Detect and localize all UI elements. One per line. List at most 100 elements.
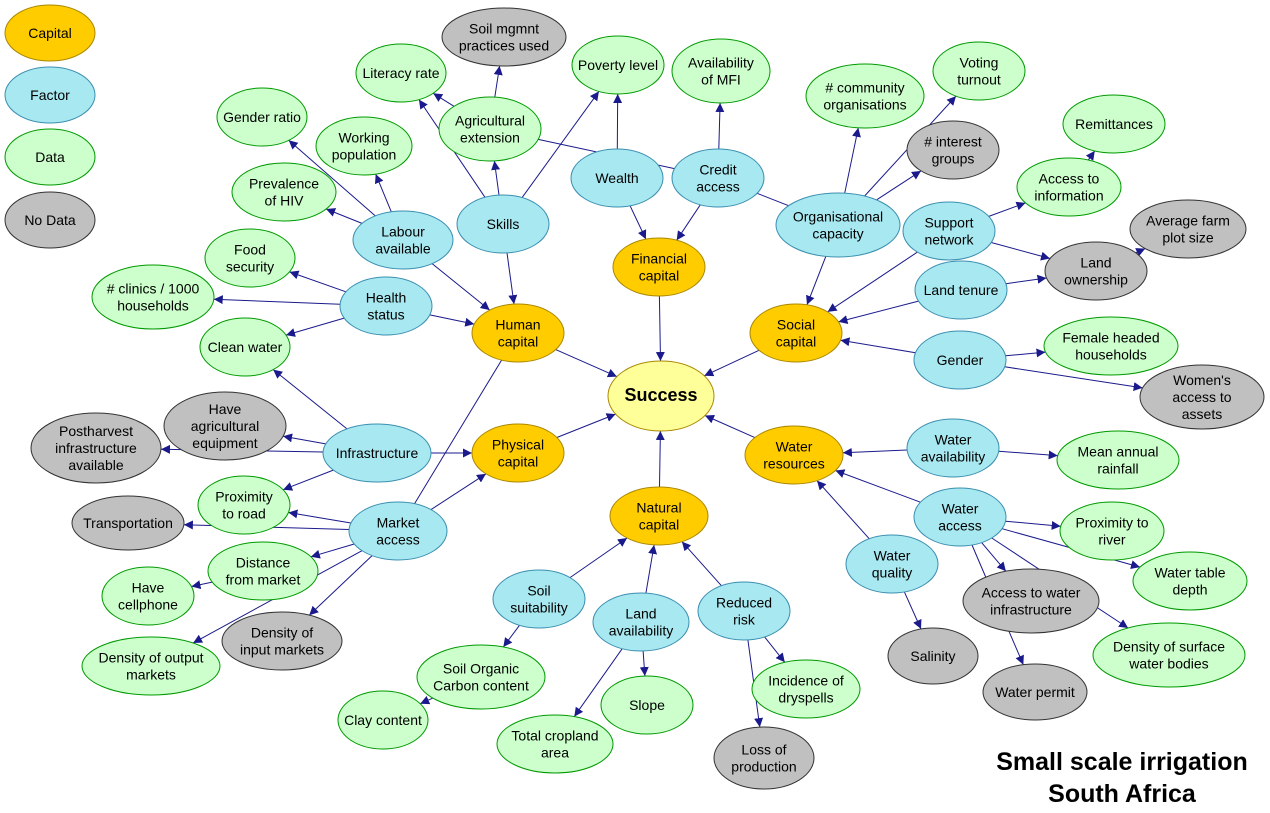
node-label: Land <box>625 606 656 622</box>
node-label: households <box>1075 347 1147 363</box>
node-label: Water permit <box>995 684 1075 700</box>
edge-organisational-capacity-to-interest-groups <box>876 170 922 201</box>
node-label: households <box>117 298 189 314</box>
node-shape <box>81 636 221 696</box>
node-shape <box>1132 551 1248 611</box>
node-legend-factor: Factor <box>4 66 96 124</box>
node-label: Organisational <box>793 209 883 225</box>
node-label: Water <box>874 548 911 564</box>
node-label: access <box>938 518 982 534</box>
node-label: river <box>1098 532 1126 548</box>
node-label: Incidence of <box>768 673 844 689</box>
edge-natural-capital-to-success <box>655 430 665 488</box>
edge-land-ownership-to-avg-farm-plot <box>1135 248 1146 257</box>
edge-labour-available-to-human-capital <box>431 263 491 311</box>
node-shape <box>101 566 195 626</box>
node-label: Voting <box>960 55 999 71</box>
node-label: risk <box>733 612 756 628</box>
node-shape <box>315 116 413 176</box>
edge-gender-to-womens-access <box>1004 366 1143 391</box>
node-label: Factor <box>30 87 70 103</box>
node-label: infrastructure <box>990 602 1072 618</box>
node-label: Have <box>132 580 165 596</box>
node-shape <box>775 192 901 258</box>
node-label: Prevalence <box>249 176 319 192</box>
edge-health-status-to-clean-water <box>285 317 345 337</box>
node-label: population <box>332 147 397 163</box>
node-label: Average farm <box>1146 213 1230 229</box>
node-label: Water <box>942 501 979 517</box>
node-shape <box>492 569 586 629</box>
node-label: # clinics / 1000 <box>107 281 200 297</box>
edge-credit-access-to-organisational-capacity <box>756 192 789 207</box>
node-shape <box>982 663 1088 721</box>
node-label: Total cropland <box>511 728 598 744</box>
node-label: Food <box>234 242 266 258</box>
node-label: depth <box>1172 582 1207 598</box>
node-label: infrastructure <box>55 440 137 456</box>
node-label: Density of output <box>98 650 203 666</box>
edge-health-status-to-clinics <box>213 295 341 305</box>
node-shape <box>749 303 843 363</box>
node-shape <box>744 425 844 485</box>
node-legend-capital: Capital <box>4 4 96 62</box>
edge-agricultural-extension-to-soil-mgmt <box>493 65 503 98</box>
edge-soil-organic-to-clay-content <box>419 695 434 705</box>
node-label: Success <box>624 385 697 405</box>
edge-infrastructure-to-proximity-road <box>282 469 334 491</box>
edge-organisational-capacity-to-social-capital <box>806 256 827 305</box>
node-label: No Data <box>24 212 76 228</box>
node-transportation: Transportation <box>71 495 185 551</box>
node-label: cellphone <box>118 597 178 613</box>
node-label: status <box>367 307 404 323</box>
node-shape <box>1043 316 1179 376</box>
edge-support-network-to-land-ownership <box>991 242 1051 261</box>
node-label: Salinity <box>910 648 955 664</box>
node-legend-no-data: No Data <box>4 191 96 249</box>
node-shape <box>906 120 1000 180</box>
node-label: practices used <box>459 38 549 54</box>
node-skills: Skills <box>456 194 550 254</box>
node-label: agricultural <box>191 418 259 434</box>
edge-water-availability-to-mean-rainfall <box>998 450 1058 460</box>
edge-access-information-to-remittances <box>1085 150 1096 161</box>
edge-water-quality-to-water-resources <box>816 480 870 540</box>
node-label: from market <box>226 572 301 588</box>
node-label: quality <box>872 565 912 581</box>
edge-gender-to-female-headed <box>1005 348 1046 358</box>
node-label: Water <box>776 439 813 455</box>
node-shape <box>570 148 664 208</box>
node-shape <box>216 87 308 147</box>
node-label: Water <box>935 432 972 448</box>
edge-market-access-to-density-input <box>308 555 373 616</box>
node-label: suitability <box>510 600 568 616</box>
edge-social-capital-to-success <box>704 349 760 377</box>
node-salinity: Salinity <box>887 627 979 685</box>
node-shape <box>845 534 939 594</box>
node-shape <box>600 675 694 735</box>
node-label: Access to <box>1039 171 1100 187</box>
edge-health-status-to-human-capital <box>429 314 475 327</box>
node-clean-water: Clean water <box>199 317 291 377</box>
edge-water-quality-to-salinity <box>903 591 922 630</box>
node-shape <box>199 317 291 377</box>
node-shape <box>607 360 715 432</box>
node-label: capital <box>498 334 538 350</box>
edge-water-resources-to-success <box>704 415 756 439</box>
node-shape <box>4 128 96 186</box>
node-shape <box>471 303 565 363</box>
edge-soil-suitability-to-soil-organic <box>502 625 520 648</box>
node-label: available <box>375 241 430 257</box>
node-shape <box>71 495 185 551</box>
node-label: markets <box>126 667 176 683</box>
node-label: Clay content <box>344 712 422 728</box>
edge-credit-access-to-availability-mfi <box>715 102 725 150</box>
